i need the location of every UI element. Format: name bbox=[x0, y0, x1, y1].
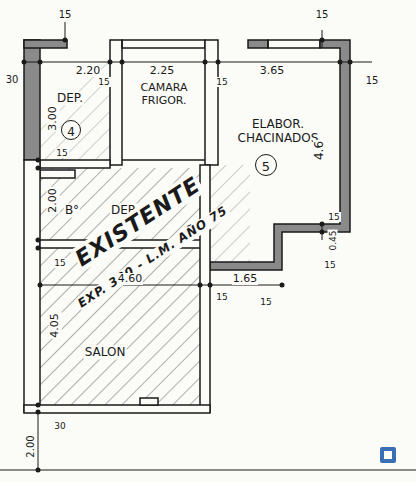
label-holder: 15 bbox=[215, 70, 228, 89]
label-holder: 3.65 bbox=[259, 59, 286, 78]
label-holder: 30 bbox=[5, 68, 20, 87]
dimension-label: 2.00 bbox=[24, 434, 36, 458]
label-holder: 2.00 bbox=[41, 187, 60, 214]
label-holder: 3.00 bbox=[41, 105, 60, 132]
room-name: DEP. bbox=[56, 92, 84, 106]
dimension-label: 15 bbox=[323, 260, 336, 270]
dimension-label: 15 bbox=[315, 9, 330, 21]
callout-number: 5 bbox=[261, 160, 271, 175]
label-holder: 15 bbox=[259, 290, 272, 309]
text-holder: SALON bbox=[84, 341, 127, 360]
dimension-label: 15 bbox=[327, 212, 340, 222]
dimension-label: 3.65 bbox=[259, 65, 286, 78]
room-name: B° bbox=[64, 204, 80, 218]
label-holder: 4.05 bbox=[43, 312, 62, 339]
dimension-label: 4.05 bbox=[49, 312, 62, 339]
callout-number: 4 bbox=[66, 126, 76, 140]
label-holder: 15 bbox=[55, 141, 68, 160]
dimension-label: 4.6 bbox=[314, 139, 328, 160]
label-holder: 15 bbox=[315, 3, 330, 22]
room-number: 4 bbox=[61, 120, 81, 140]
text-holder: B° bbox=[64, 199, 80, 218]
dimension-label: 15 bbox=[58, 9, 73, 21]
text-holder: CAMARA FRIGOR. bbox=[126, 82, 202, 108]
dimension-lines bbox=[0, 22, 416, 470]
text-holder: DEP. bbox=[40, 87, 100, 106]
label-holder: 15 bbox=[58, 3, 73, 22]
label-holder: 15 bbox=[323, 253, 336, 272]
dimension-label: 2.20 bbox=[75, 65, 102, 78]
dimension-dots bbox=[22, 38, 353, 473]
room-number: 5 bbox=[255, 154, 277, 176]
dimension-label: 15 bbox=[53, 258, 66, 268]
dimension-label: 15 bbox=[365, 75, 380, 87]
label-holder: 4.6 bbox=[309, 139, 328, 160]
label-holder: 30 bbox=[53, 414, 66, 433]
label-holder: 0.45 bbox=[320, 229, 339, 251]
dimension-label: 30 bbox=[5, 74, 20, 86]
label-holder: 15 bbox=[365, 69, 380, 88]
label-holder: 2.25 bbox=[149, 59, 176, 78]
room-name: SALON bbox=[84, 346, 127, 360]
label-holder: 4.60 bbox=[117, 267, 144, 286]
dimension-label: 30 bbox=[53, 421, 66, 431]
label-holder: 15 bbox=[327, 205, 340, 224]
dimension-label: 0.45 bbox=[327, 229, 337, 251]
dimension-label: 15 bbox=[215, 77, 228, 87]
label-holder: 2.20 bbox=[75, 59, 102, 78]
text-holder: 5 bbox=[261, 156, 271, 175]
dimension-label: 3.00 bbox=[47, 105, 60, 132]
dimension-label: 15 bbox=[215, 292, 228, 302]
label-holder: 15 bbox=[97, 70, 110, 89]
label-holder: 15 bbox=[53, 251, 66, 270]
dimension-label: 15 bbox=[55, 148, 68, 158]
logo bbox=[380, 447, 396, 463]
walls bbox=[24, 40, 350, 413]
label-holder: 1.65 bbox=[232, 267, 259, 286]
text-holder: 4 bbox=[66, 121, 76, 140]
room-name: CAMARA FRIGOR. bbox=[126, 82, 202, 107]
dimension-label: 15 bbox=[259, 297, 272, 307]
label-holder: 2.00 bbox=[18, 434, 37, 458]
label-holder: 15 bbox=[215, 285, 228, 304]
dimension-label: 1.65 bbox=[232, 273, 259, 286]
dimension-label: 4.60 bbox=[117, 273, 144, 286]
dimension-label: 2.25 bbox=[149, 65, 176, 78]
dimension-label: 15 bbox=[97, 77, 110, 87]
dimension-label: 2.00 bbox=[47, 187, 60, 214]
